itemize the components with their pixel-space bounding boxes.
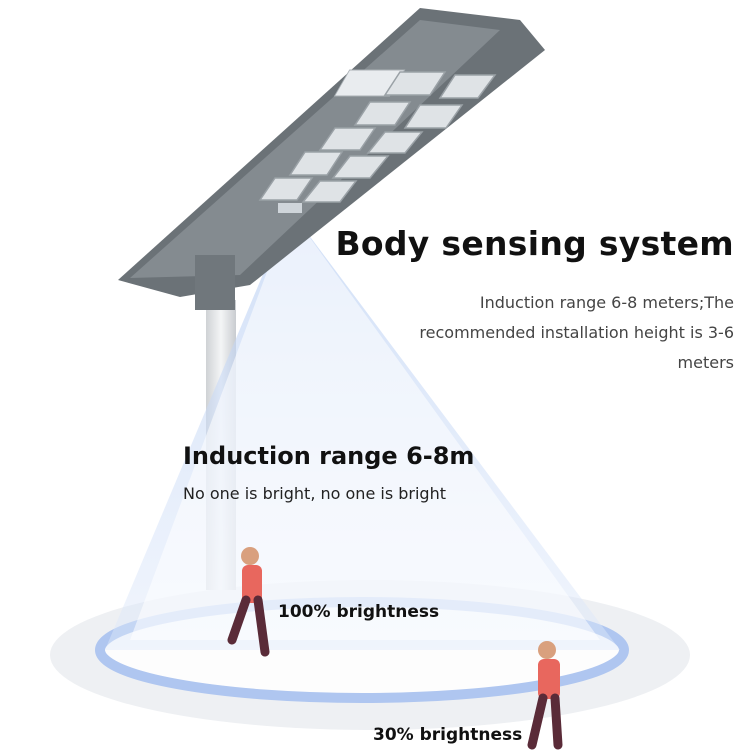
range-subtitle: No one is bright, no one is bright: [183, 484, 446, 503]
heading: Body sensing system: [335, 224, 734, 263]
label-full-brightness: 100% brightness: [278, 602, 440, 622]
person-near: [227, 547, 270, 657]
label-low-brightness: 30% brightness: [373, 725, 523, 745]
range-title: Induction range 6-8m: [183, 442, 475, 470]
person-far: [527, 641, 563, 750]
description: Induction range 6-8 meters;The recommend…: [419, 293, 734, 372]
lamp-head: [118, 8, 545, 310]
